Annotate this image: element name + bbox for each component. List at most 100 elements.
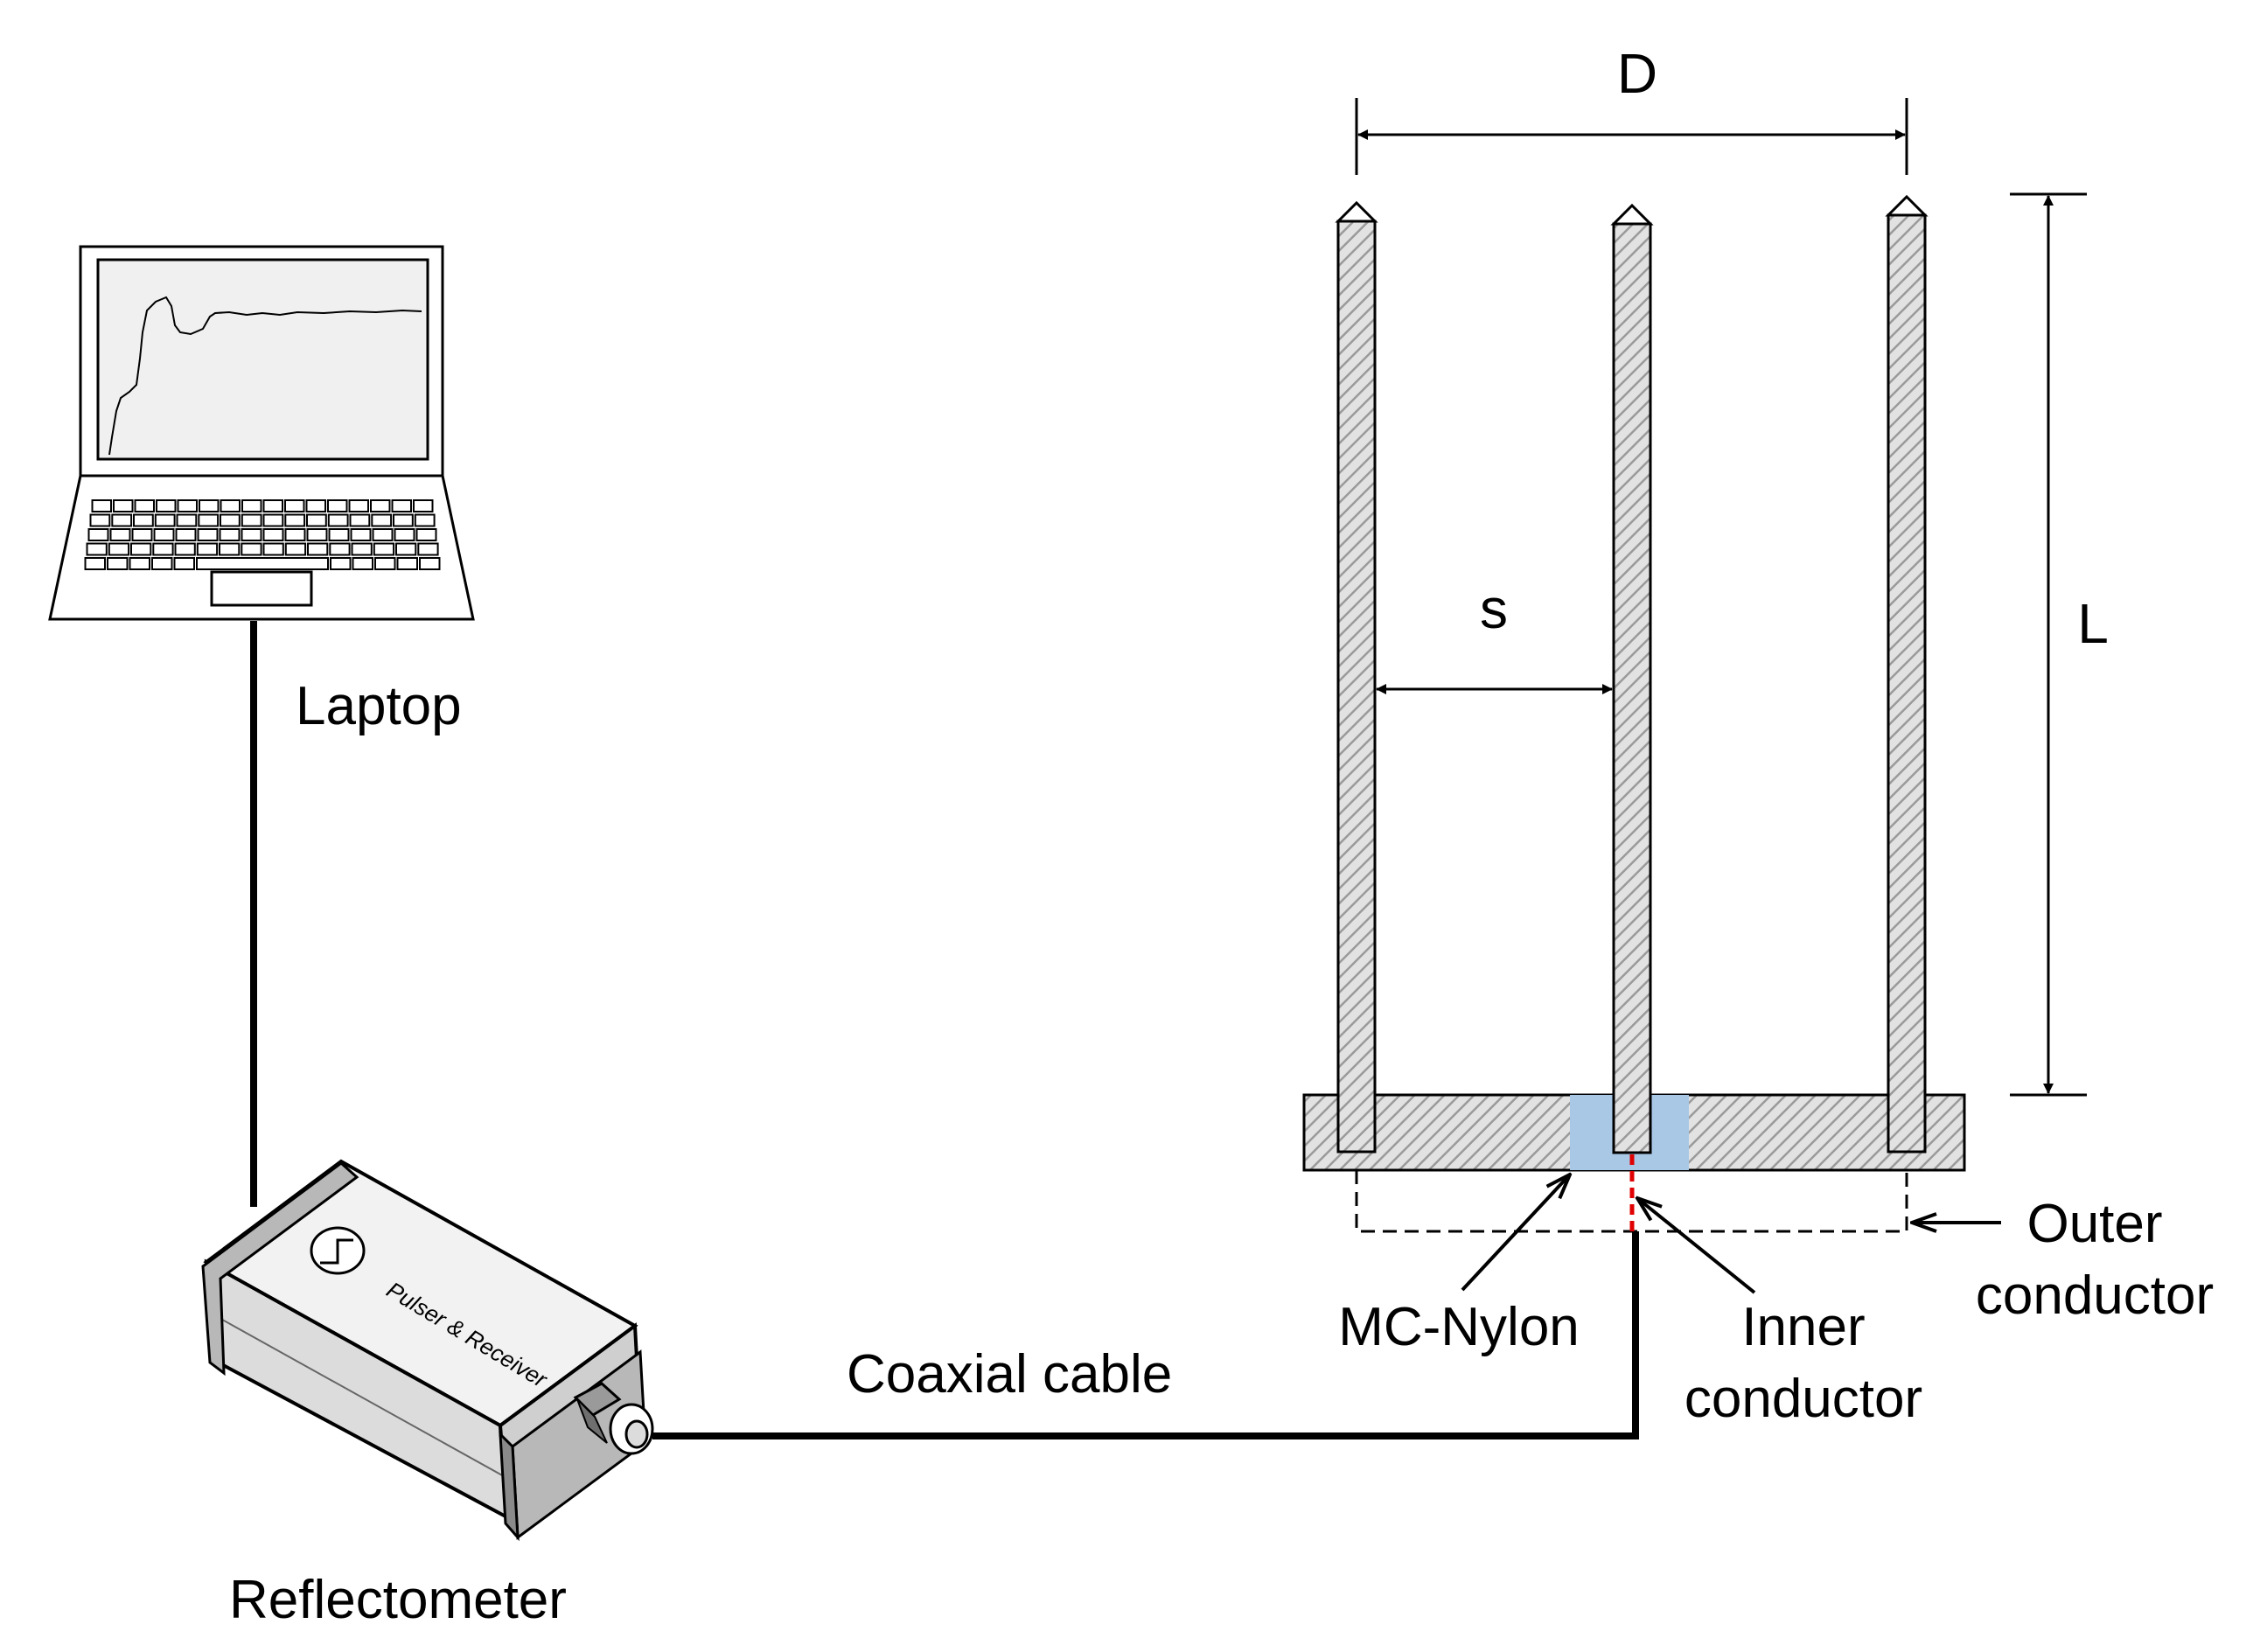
mc-nylon-label: MC-Nylon <box>1338 1297 1580 1357</box>
coaxial-cable-line <box>652 1231 1639 1439</box>
keyboard-key <box>175 528 197 541</box>
keyboard-key <box>241 499 262 512</box>
outer-rod-left <box>1335 200 1378 1154</box>
keyboard-key <box>284 499 305 512</box>
keyboard-key <box>177 499 198 512</box>
keyboard-key <box>108 542 130 556</box>
keyboard-key <box>391 499 412 512</box>
dim-s-label: s <box>1480 577 1508 640</box>
keyboard-key <box>370 499 391 512</box>
keyboard-key <box>198 513 220 527</box>
keyboard-key <box>84 557 106 570</box>
inner-conductor-label-line1: Inner <box>1741 1297 1865 1357</box>
outer-conductor-label-line1: Outer <box>2026 1194 2162 1254</box>
keyboard-key <box>129 557 150 570</box>
keyboard-key <box>284 513 306 527</box>
mc-nylon-callout-arrow <box>1461 1175 1570 1292</box>
keyboard-key <box>349 513 371 527</box>
keyboard-key <box>417 542 439 556</box>
inner-conductor-callout-arrow <box>1637 1198 1756 1294</box>
keyboard-key <box>134 499 155 512</box>
tdr-waveform <box>108 296 422 456</box>
keyboard-key <box>284 528 306 541</box>
keyboard-key <box>348 499 369 512</box>
keyboard-key <box>156 499 177 512</box>
keyboard-key <box>262 528 284 541</box>
keyboard-key <box>151 557 173 570</box>
keyboard-key <box>107 557 129 570</box>
keyboard-key <box>394 528 415 541</box>
keyboard-key <box>262 513 284 527</box>
keyboard-key <box>131 528 153 541</box>
keyboard-key <box>413 499 434 512</box>
inner-conductor-label-line2: conductor <box>1685 1369 1922 1429</box>
dim-L-label: L <box>2077 592 2109 655</box>
keyboard-key <box>393 513 414 527</box>
keyboard-key <box>350 528 372 541</box>
laptop-label: Laptop <box>296 676 462 736</box>
keyboard-key <box>89 513 111 527</box>
keyboard-key <box>176 513 198 527</box>
reflectometer-icon: Pulser & Receiver <box>201 1159 654 1542</box>
keyboard-key <box>241 542 262 556</box>
tdr-probe <box>1302 194 1966 1233</box>
keyboard-key <box>174 542 196 556</box>
keyboard-key <box>419 557 441 570</box>
laptop-icon <box>48 245 475 621</box>
coaxial-cable-label: Coaxial cable <box>847 1344 1172 1405</box>
keyboard-key <box>154 513 176 527</box>
keyboard-key <box>306 513 327 527</box>
pulse-step-icon <box>310 1226 366 1275</box>
keyboard-key <box>86 542 108 556</box>
keyboard-key <box>91 499 112 512</box>
keyboard-key <box>152 542 174 556</box>
keyboard-key <box>113 499 134 512</box>
keyboard-key <box>133 513 154 527</box>
keyboard-key <box>262 542 284 556</box>
keyboard-key <box>327 513 349 527</box>
keyboard-key <box>109 528 131 541</box>
keyboard-key <box>220 499 241 512</box>
keyboard-key <box>306 528 328 541</box>
keyboard-key <box>173 557 195 570</box>
keyboard-key <box>196 542 219 556</box>
keyboard-key <box>307 542 329 556</box>
keyboard-key <box>373 542 395 556</box>
keyboard-spacebar <box>196 557 329 570</box>
laptop-screen <box>96 258 429 461</box>
keyboard-key <box>153 528 175 541</box>
keyboard-key <box>305 499 326 512</box>
keyboard-key <box>262 499 283 512</box>
keyboard-key <box>219 528 241 541</box>
outer-conductor-label-line2: conductor <box>1976 1265 2214 1326</box>
bnc-connector-icon <box>573 1382 654 1455</box>
laptop-touchpad <box>210 570 313 607</box>
keyboard-key <box>351 542 373 556</box>
keyboard-key <box>414 513 436 527</box>
keyboard-key <box>396 557 418 570</box>
keyboard-key <box>199 499 220 512</box>
dim-D-label: D <box>1617 42 1657 105</box>
keyboard-key <box>372 528 394 541</box>
laptop-keyboard <box>84 499 441 570</box>
reflectometer-label: Reflectometer <box>229 1570 567 1630</box>
keyboard-key <box>130 542 152 556</box>
keyboard-key <box>219 542 241 556</box>
keyboard-key <box>374 557 396 570</box>
outer-rod-right <box>1885 194 1929 1154</box>
keyboard-key <box>328 528 350 541</box>
keyboard-key <box>327 499 348 512</box>
keyboard-key <box>329 542 351 556</box>
keyboard-key <box>220 513 241 527</box>
keyboard-key <box>241 528 262 541</box>
keyboard-key <box>111 513 133 527</box>
keyboard-key <box>371 513 393 527</box>
keyboard-key <box>241 513 262 527</box>
keyboard-key <box>352 557 373 570</box>
keyboard-key <box>284 542 307 556</box>
keyboard-key <box>330 557 352 570</box>
keyboard-key <box>415 528 437 541</box>
keyboard-key <box>87 528 109 541</box>
keyboard-key <box>197 528 219 541</box>
